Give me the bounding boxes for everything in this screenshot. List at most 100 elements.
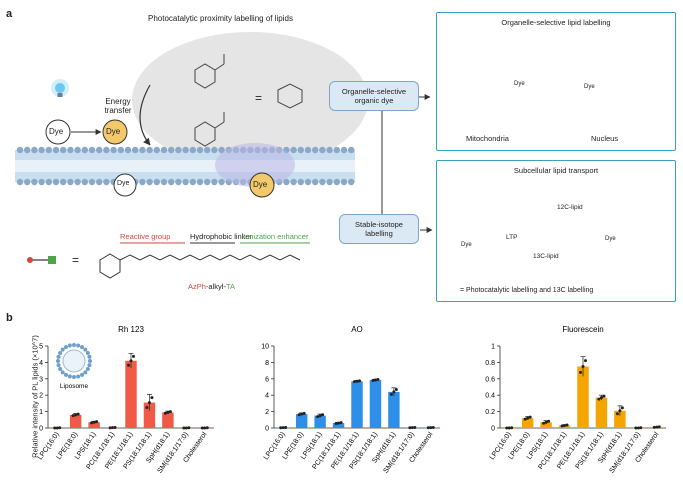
data-point bbox=[187, 426, 191, 430]
lipid-head bbox=[196, 178, 204, 186]
lipid-head bbox=[333, 146, 340, 154]
lipid-head bbox=[218, 146, 225, 154]
bar bbox=[351, 381, 363, 428]
lipid-head bbox=[96, 178, 103, 186]
data-point bbox=[599, 396, 603, 400]
y-tick-label: 0.8 bbox=[485, 360, 495, 367]
lipid-head bbox=[45, 178, 52, 186]
data-point bbox=[618, 409, 622, 413]
data-point bbox=[602, 394, 606, 398]
lipid-head bbox=[16, 178, 24, 186]
lipid-head bbox=[52, 178, 60, 186]
bar bbox=[143, 402, 156, 428]
data-point bbox=[634, 426, 638, 430]
liposome-label: Liposome bbox=[60, 383, 89, 390]
data-point bbox=[413, 425, 417, 429]
data-point bbox=[76, 412, 80, 416]
bar bbox=[388, 391, 400, 428]
lipid-head bbox=[153, 146, 160, 154]
transport-footnote: = Photocatalytic labelling and 13C label… bbox=[460, 287, 594, 294]
chart-title: AO bbox=[351, 325, 363, 334]
bar bbox=[540, 422, 552, 428]
data-point bbox=[565, 423, 569, 427]
lipid-head bbox=[31, 146, 38, 154]
data-point bbox=[127, 363, 130, 367]
lipid-head bbox=[319, 178, 326, 186]
energy-transfer-label: Energy transfer bbox=[98, 97, 138, 116]
probe-name: AzPh-alkyl-TA bbox=[188, 282, 235, 291]
lipid-head bbox=[297, 146, 304, 154]
bar bbox=[521, 418, 534, 428]
lipid-head bbox=[175, 146, 182, 154]
y-tick-label: 5 bbox=[39, 344, 43, 351]
dye-membrane-circle bbox=[113, 173, 137, 197]
lipid-head bbox=[139, 146, 146, 154]
lipid-head bbox=[211, 146, 218, 154]
lipid-bilayer bbox=[15, 150, 355, 182]
lipid-head bbox=[153, 178, 160, 186]
stable-isotope-label: Stable-isotope labelling bbox=[355, 220, 403, 238]
bar bbox=[295, 414, 308, 428]
data-point bbox=[581, 365, 585, 368]
data-point bbox=[358, 379, 361, 383]
transport-dye-right: Dye bbox=[605, 236, 616, 242]
data-point bbox=[507, 426, 511, 430]
data-point bbox=[318, 414, 322, 418]
energy-transfer-text: Energy transfer bbox=[104, 97, 132, 115]
lipid-head bbox=[340, 146, 348, 154]
data-point bbox=[337, 421, 341, 425]
data-point bbox=[389, 392, 393, 396]
lipid-head bbox=[348, 146, 355, 154]
lipid-head bbox=[88, 146, 96, 154]
data-point bbox=[90, 421, 94, 425]
organic-dye-label: Organelle-selective organic dye bbox=[341, 87, 407, 105]
data-point bbox=[111, 426, 115, 430]
data-point bbox=[544, 420, 548, 424]
lipid-head bbox=[139, 178, 146, 186]
transport-box-title: Subcellular lipid transport bbox=[513, 166, 599, 175]
organic-dye-pill: Organelle-selective organic dye bbox=[329, 81, 419, 111]
mitochondria-label: Mitochondria bbox=[466, 134, 509, 143]
c13-lipid-label: 13C-lipid bbox=[533, 253, 559, 260]
data-point bbox=[657, 425, 661, 429]
data-point bbox=[510, 426, 514, 430]
lipid-head bbox=[297, 178, 304, 186]
data-point bbox=[279, 426, 283, 430]
bar bbox=[332, 423, 345, 428]
data-point bbox=[284, 425, 288, 429]
data-point bbox=[523, 417, 527, 421]
data-point bbox=[410, 426, 414, 430]
dye-ground-circle bbox=[45, 119, 71, 145]
data-point bbox=[147, 401, 151, 405]
data-point bbox=[371, 379, 375, 383]
nucleus-dye-label: Dye bbox=[584, 84, 595, 90]
lipid-head bbox=[283, 178, 290, 186]
data-point bbox=[108, 426, 112, 430]
lipid-head bbox=[103, 178, 110, 186]
data-point bbox=[639, 426, 643, 430]
lipid-head bbox=[312, 178, 319, 186]
dye-excited-label: Dye bbox=[106, 127, 121, 136]
lipid-head bbox=[218, 178, 225, 186]
y-tick-label: 2 bbox=[39, 393, 43, 400]
data-point bbox=[302, 411, 306, 415]
equals-sign: = bbox=[255, 91, 263, 105]
lipid-head bbox=[348, 178, 355, 186]
y-axis-label: Relative intensity of PL lipids (×10^7) bbox=[30, 335, 40, 458]
ionization-enhancer-label: Ionization enhancer bbox=[243, 232, 309, 241]
lipid-head bbox=[146, 146, 153, 154]
data-point bbox=[113, 425, 117, 429]
lipid-head bbox=[319, 146, 326, 154]
lipid-head bbox=[146, 178, 153, 186]
bar bbox=[369, 380, 382, 428]
data-point bbox=[429, 426, 433, 430]
lipid-head bbox=[204, 146, 211, 154]
data-point bbox=[281, 426, 285, 430]
lipid-head bbox=[52, 146, 60, 154]
lipid-head bbox=[168, 146, 175, 154]
dye-excited-circle bbox=[102, 119, 128, 145]
lipid-head bbox=[326, 178, 333, 186]
probe-name-azph: AzPh bbox=[188, 282, 206, 291]
probe-name-ta: TA bbox=[225, 282, 235, 291]
data-point bbox=[166, 410, 170, 414]
